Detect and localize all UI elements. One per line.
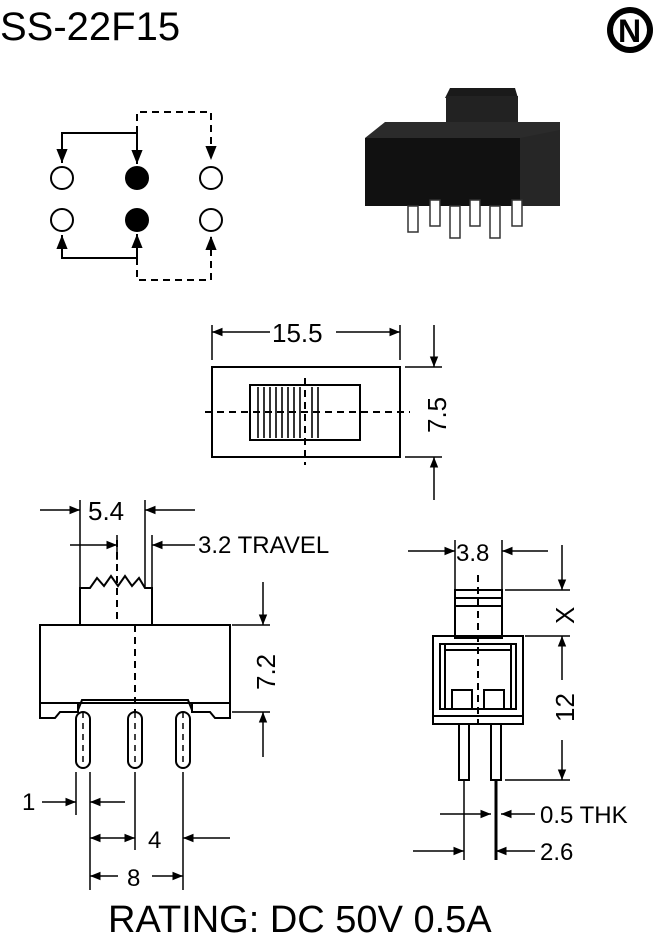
dim-length: 15.5 [272,318,323,348]
terminal-open [199,166,223,190]
circuit-schematic [50,111,223,281]
dim-side-height: 12 [550,693,580,722]
top-view [205,325,442,500]
terminal-common [125,208,149,232]
logo-letter: N [618,13,641,49]
terminal-open [50,208,74,232]
dim-pin-pitch: 4 [148,827,161,854]
terminal-open [199,208,223,232]
dim-actuator-height: X [550,607,580,624]
dim-pin-diameter: 1 [22,789,35,816]
dim-side-actuator: 3.8 [456,540,489,567]
manufacturer-logo: N [607,7,653,53]
terminal-common [125,166,149,190]
terminal-open [50,166,74,190]
dim-width: 7.5 [422,397,452,433]
side-view [408,540,570,860]
dim-travel: 3.2 TRAVEL [198,532,329,559]
part-number-title: SS-22F15 [0,5,180,49]
dim-thickness: 0.5 THK [540,802,628,829]
front-view [39,500,270,890]
dim-actuator-width: 5.4 [88,496,124,526]
product-3d-view [365,88,560,239]
dim-pin-span: 8 [127,865,140,892]
dim-side-pin-offset: 2.6 [540,839,573,866]
dim-body-height: 7.2 [251,654,281,690]
rating-text: RATING: DC 50V 0.5A [108,899,492,938]
